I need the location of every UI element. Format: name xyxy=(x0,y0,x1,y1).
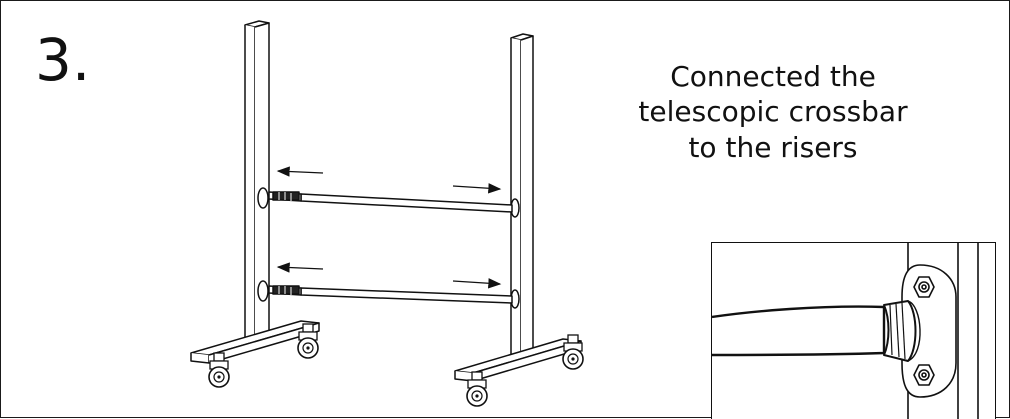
upper-crossbar xyxy=(268,191,513,213)
left-riser xyxy=(244,20,270,344)
bolt-top xyxy=(913,276,935,298)
lower-crossbar xyxy=(268,285,513,304)
bolt-bottom xyxy=(913,364,935,386)
arrow-left-upper xyxy=(276,166,324,177)
right-riser xyxy=(510,33,534,362)
arrow-left-lower xyxy=(276,262,324,273)
detail-inset xyxy=(711,242,996,419)
caption-line-2: telescopic crossbar xyxy=(638,95,908,129)
step-number: 3. xyxy=(35,26,91,94)
caption-line-1: Connected the xyxy=(670,60,876,93)
arrow-right-lower xyxy=(452,278,502,289)
caption-line-3: to the risers xyxy=(688,130,858,164)
step-caption: Connected the telescopic crossbar to the… xyxy=(603,59,943,165)
arrow-right-upper xyxy=(452,183,502,194)
left-base xyxy=(190,320,320,364)
bracket-detail-illustration xyxy=(712,243,979,419)
